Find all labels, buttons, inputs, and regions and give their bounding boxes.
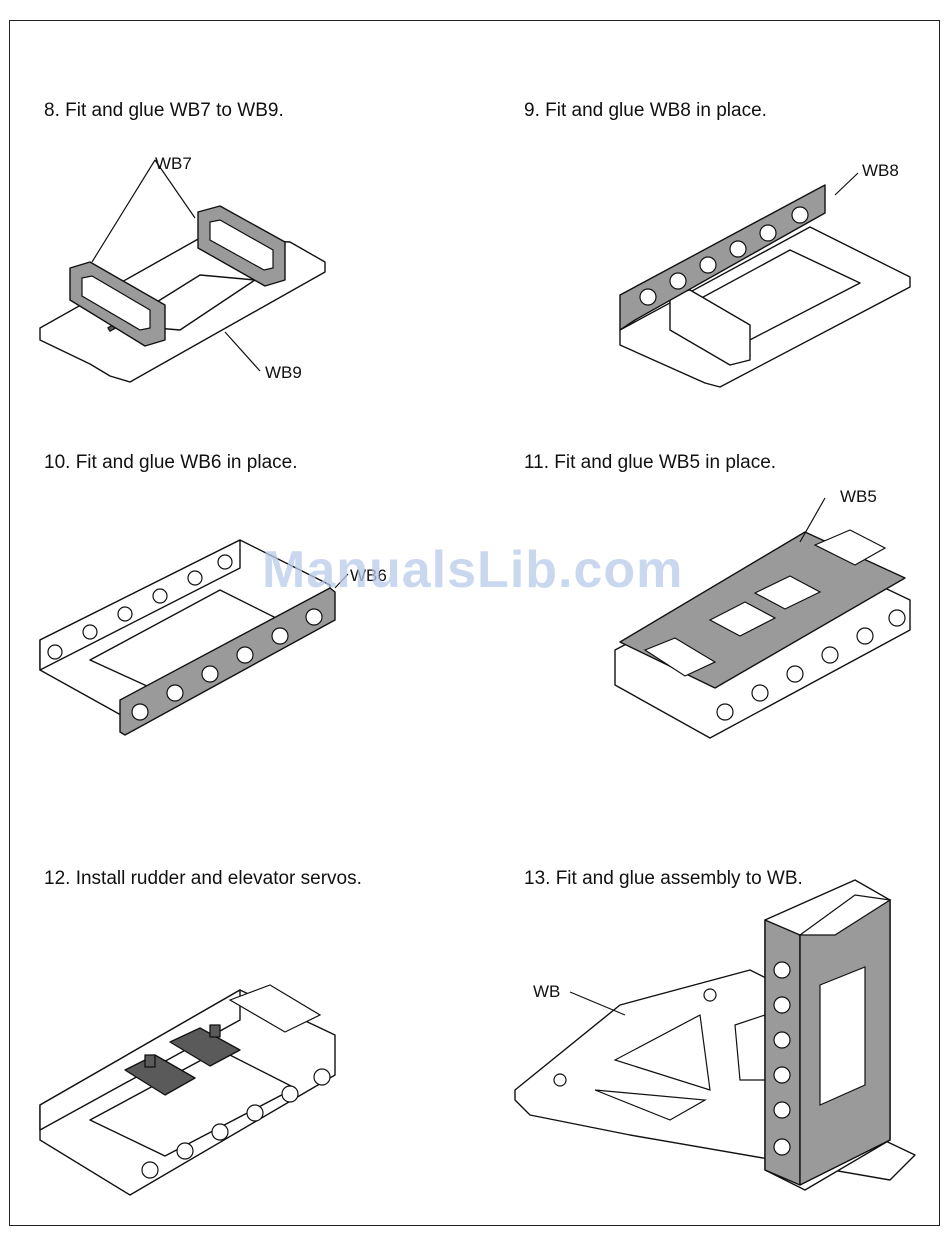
step-12-instruction: 12. Install rudder and elevator servos. bbox=[44, 868, 362, 890]
step-9-instruction: 9. Fit and glue WB8 in place. bbox=[524, 100, 767, 122]
figure-step-13 bbox=[510, 875, 920, 1210]
watermark: ManualsLib.com bbox=[262, 540, 683, 600]
step-8-instruction: 8. Fit and glue WB7 to WB9. bbox=[44, 100, 284, 122]
step-11-instruction: 11. Fit and glue WB5 in place. bbox=[524, 452, 776, 474]
step-10-instruction: 10. Fit and glue WB6 in place. bbox=[44, 452, 297, 474]
figure-step-12 bbox=[30, 980, 350, 1210]
figure-step-11 bbox=[605, 490, 925, 750]
figure-step-9 bbox=[610, 165, 920, 395]
figure-step-8 bbox=[30, 150, 340, 390]
